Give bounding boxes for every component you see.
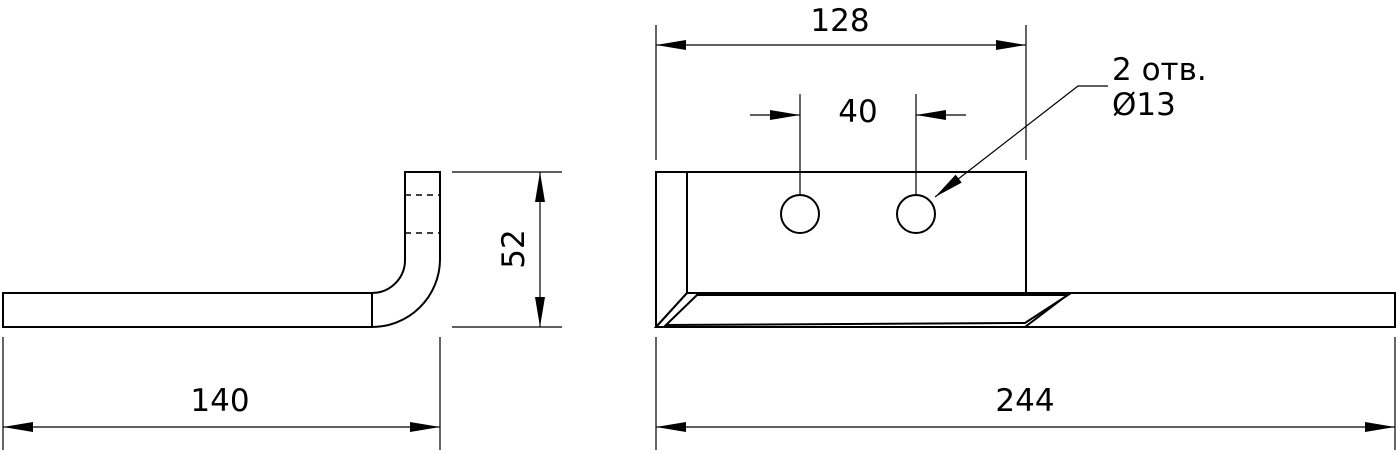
taper-line [1024,292,1071,328]
callout-line2: Ø13 [1112,87,1176,123]
front-view: 128 40 2 отв. Ø13 244 [653,3,1396,450]
upright-plate-outline [655,171,1027,327]
dim-label-length: 140 [190,383,249,419]
dim-label-244: 244 [995,383,1054,419]
chamfer-inner [663,294,1072,327]
side-profile-outline [2,171,441,328]
dim-label-40: 40 [838,94,877,130]
callout-line1: 2 отв. [1112,52,1207,88]
chamfer-outer [655,292,688,328]
hole-right [896,194,936,234]
hole-leader-line [934,85,1108,198]
dim-label-height: 52 [496,229,532,268]
hole-left [780,194,820,234]
dim-label-128: 128 [810,3,869,39]
side-view: 52 140 [2,171,562,450]
